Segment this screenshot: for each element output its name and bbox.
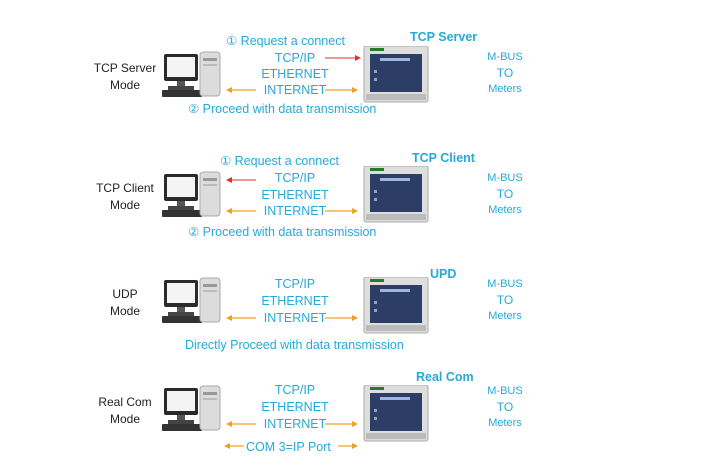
net-label-tcpip: TCP/IP bbox=[274, 51, 316, 65]
response-arrow-icon bbox=[226, 87, 358, 93]
net-label-ethernet: ETHERNET bbox=[261, 294, 329, 308]
step-request-label: ① Request a connect bbox=[220, 154, 339, 168]
net-label-tcpip: TCP/IP bbox=[274, 277, 316, 291]
request-arrow-icon bbox=[325, 55, 361, 61]
computer-icon bbox=[162, 51, 221, 97]
com-port-arrow-icon bbox=[224, 443, 358, 449]
net-label-internet: INTERNET bbox=[263, 204, 327, 218]
net-label-internet: INTERNET bbox=[263, 83, 327, 97]
computer-icon bbox=[162, 171, 221, 217]
device-title: TCP Client bbox=[412, 151, 475, 165]
mode-row-real-com: Real Com Mode TCP/IP ETHERNET INTERNET C… bbox=[0, 0, 713, 454]
gateway-device-icon bbox=[363, 166, 429, 223]
mbus-label: M-BUS TO Meters bbox=[487, 278, 523, 322]
mode-label: Real Com Mode bbox=[98, 395, 152, 426]
net-label-tcpip: TCP/IP bbox=[274, 383, 316, 397]
ethernet-link-lines bbox=[228, 70, 356, 77]
ethernet-link-lines bbox=[228, 192, 356, 199]
mode-row-udp: UDP Mode TCP/IP ETHERNET INTERNET Direct… bbox=[0, 0, 713, 352]
step-transmission-label: ② Proceed with data transmission bbox=[188, 225, 377, 239]
net-label-tcpip: TCP/IP bbox=[274, 171, 316, 185]
response-arrow-icon bbox=[226, 208, 358, 214]
net-label-ethernet: ETHERNET bbox=[261, 67, 329, 81]
ethernet-link-lines bbox=[228, 298, 356, 305]
mbus-link-lines bbox=[438, 298, 556, 305]
mode-label: UDP Mode bbox=[109, 287, 141, 318]
device-title: TCP Server bbox=[410, 30, 478, 44]
device-title: Real Com bbox=[416, 370, 474, 384]
computer-icon bbox=[162, 277, 221, 323]
mbus-label: M-BUS TO Meters bbox=[487, 51, 523, 95]
mode-label: TCP Server Mode bbox=[93, 61, 157, 92]
mode-row-tcp-server: TCP Server Mode ① Request a connect TCP/… bbox=[0, 0, 713, 116]
mbus-link-lines bbox=[438, 404, 556, 411]
step-transmission-label: Directly Proceed with data transmission bbox=[185, 338, 404, 352]
computer-icon bbox=[162, 385, 221, 431]
response-arrow-icon bbox=[226, 315, 358, 321]
request-arrow-icon bbox=[226, 177, 256, 183]
step-request-label: ① Request a connect bbox=[226, 34, 345, 48]
mbus-label: M-BUS TO Meters bbox=[487, 385, 523, 429]
net-label-ethernet: ETHERNET bbox=[261, 188, 329, 202]
net-label-internet: INTERNET bbox=[263, 417, 327, 431]
gateway-device-icon bbox=[363, 277, 429, 334]
net-label-internet: INTERNET bbox=[263, 311, 327, 325]
mode-row-tcp-client: TCP Client Mode ① Request a connect TCP/… bbox=[0, 0, 713, 239]
ethernet-link-lines bbox=[228, 404, 356, 411]
mbus-label: M-BUS TO Meters bbox=[487, 172, 523, 216]
mbus-link-lines bbox=[438, 192, 556, 199]
com-port-label: COM 3=IP Port bbox=[246, 440, 331, 454]
mode-label: TCP Client Mode bbox=[96, 181, 154, 212]
response-arrow-icon bbox=[226, 421, 358, 427]
step-transmission-label: ② Proceed with data transmission bbox=[188, 102, 377, 116]
net-label-ethernet: ETHERNET bbox=[261, 400, 329, 414]
device-title: UPD bbox=[430, 267, 457, 281]
gateway-device-icon bbox=[363, 46, 429, 103]
mbus-link-lines bbox=[438, 70, 556, 77]
gateway-device-icon bbox=[363, 385, 429, 442]
